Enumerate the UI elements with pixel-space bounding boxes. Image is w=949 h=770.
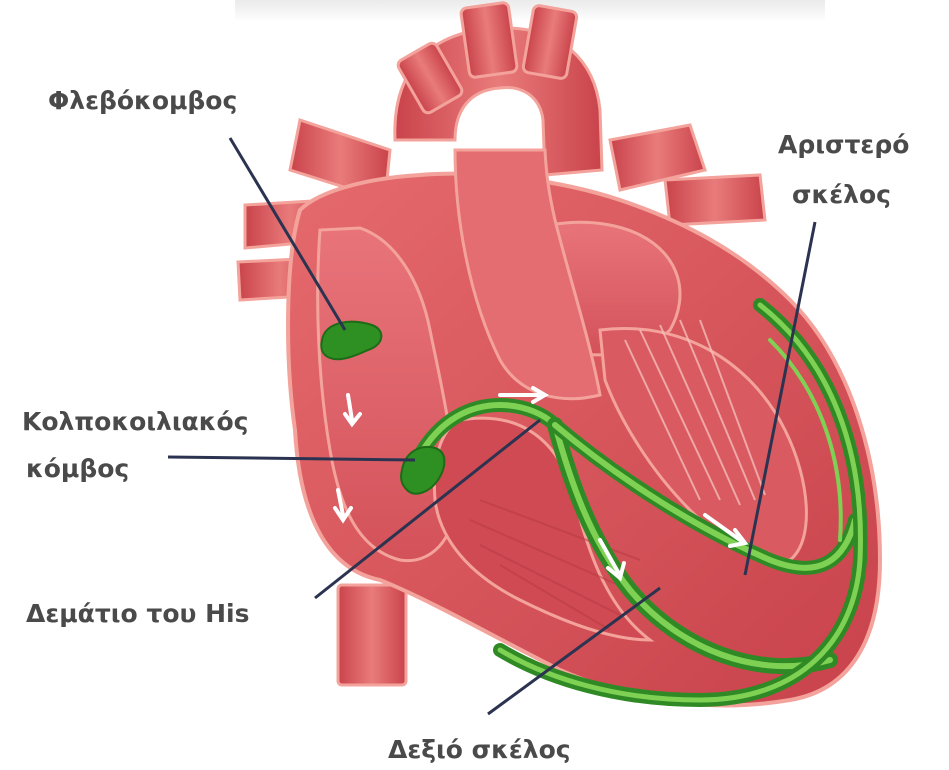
aortic-branch-1	[460, 2, 517, 78]
inferior-vena-cava	[338, 585, 406, 685]
label-right-bundle: Δεξιό σκέλος	[388, 733, 571, 767]
label-av-node-line2: κόμβος	[26, 452, 129, 486]
label-bundle-of-his: Δεμάτιο του His	[26, 597, 250, 631]
label-av-node-line1: Κολποκοιλιακός	[22, 405, 249, 439]
label-left-bundle-line2: σκέλος	[792, 178, 891, 212]
label-left-bundle-line1: Αριστερό	[778, 128, 909, 162]
label-sa-node: Φλεβόκομβος	[48, 84, 237, 118]
pulmonary-vein-right	[665, 175, 765, 225]
